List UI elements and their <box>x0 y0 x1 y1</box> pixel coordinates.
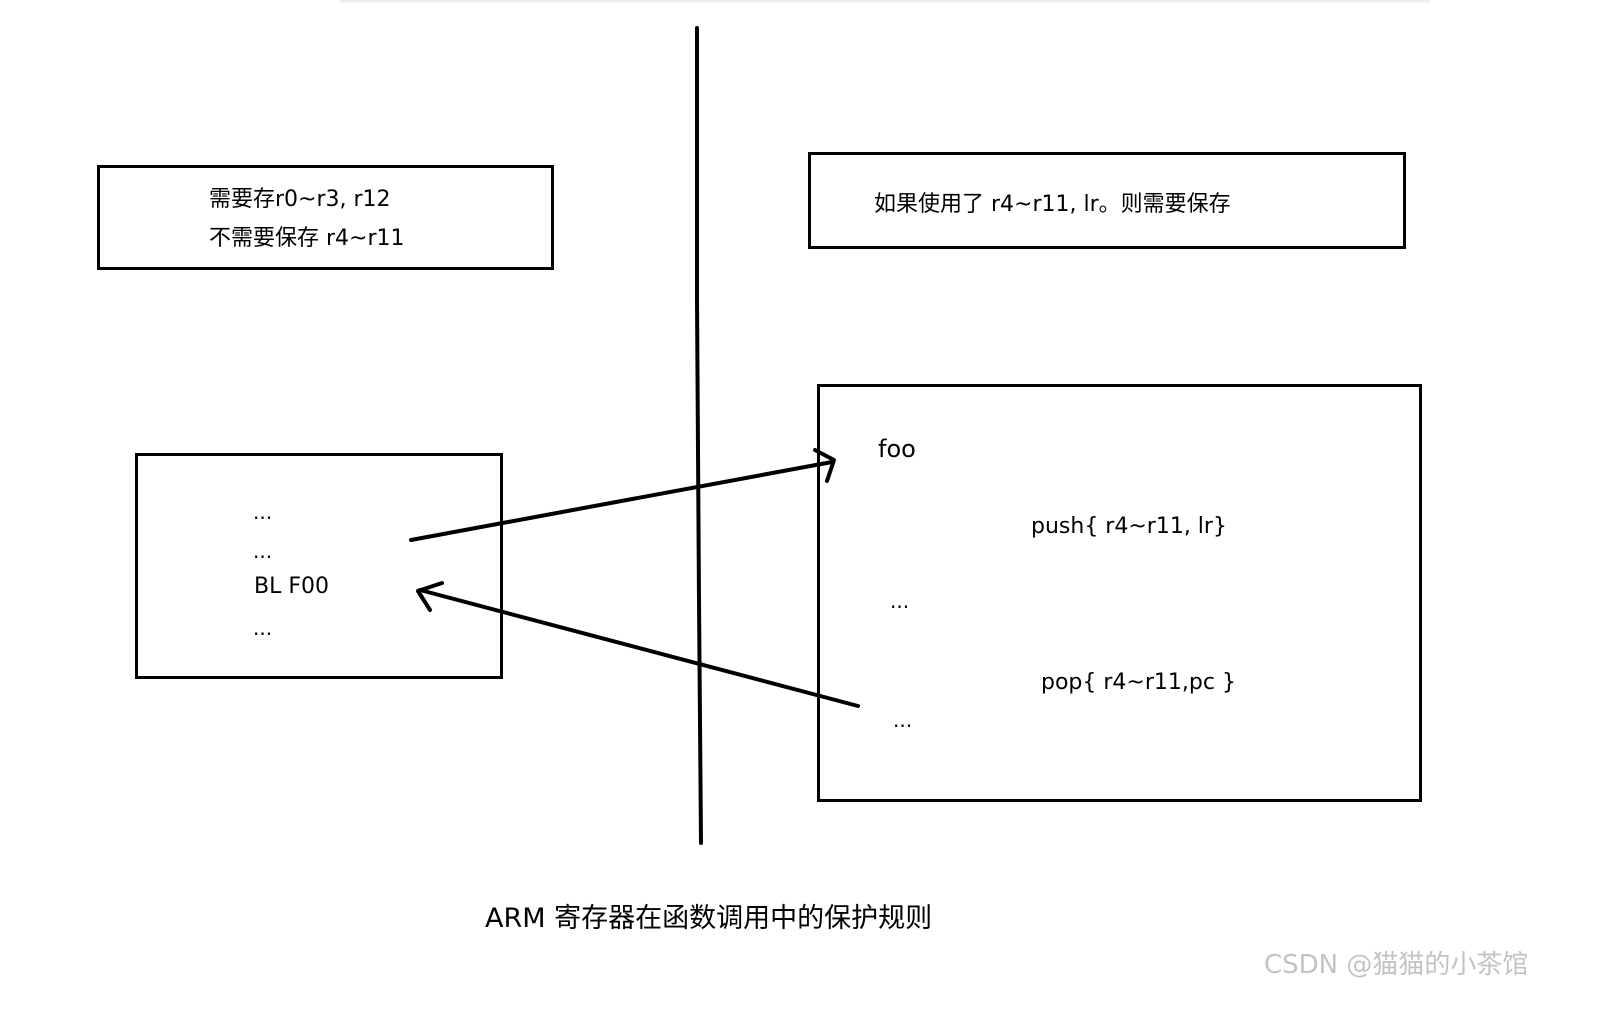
top-edge-shadow <box>340 0 1430 4</box>
caller-note-line1: 需要存r0~r3, r12 <box>209 187 391 212</box>
caller-code-line: ... <box>253 616 273 640</box>
caller-code-line: ... <box>253 500 273 524</box>
divider-line <box>695 26 703 845</box>
callee-code-ellipsis: ... <box>890 589 910 613</box>
callee-push-instruction: push{ r4~r11, lr} <box>1031 514 1227 539</box>
callee-note-text: 如果使用了 r4~r11, lr。则需要保存 <box>874 192 1231 217</box>
callee-code-ellipsis: ... <box>893 708 913 732</box>
csdn-watermark: CSDN @猫猫的小茶馆 <box>1264 950 1529 980</box>
callee-pop-instruction: pop{ r4~r11,pc } <box>1041 670 1236 695</box>
caller-code-bl-instruction: BL F00 <box>254 574 329 599</box>
callee-function-name: foo <box>878 435 916 463</box>
return-arrow-shaft <box>418 588 860 708</box>
return-arrowhead <box>416 581 444 612</box>
caller-save-note-box <box>97 165 554 270</box>
diagram-caption: ARM 寄存器在函数调用中的保护规则 <box>485 903 933 934</box>
call-arrow-shaft <box>409 460 834 542</box>
callee-code-box <box>817 384 1422 802</box>
call-arrowhead <box>813 448 836 483</box>
caller-note-line2: 不需要保存 r4~r11 <box>209 226 405 251</box>
callee-save-note-box <box>808 152 1406 249</box>
caller-code-line: ... <box>253 539 273 563</box>
caller-code-box <box>135 453 503 679</box>
